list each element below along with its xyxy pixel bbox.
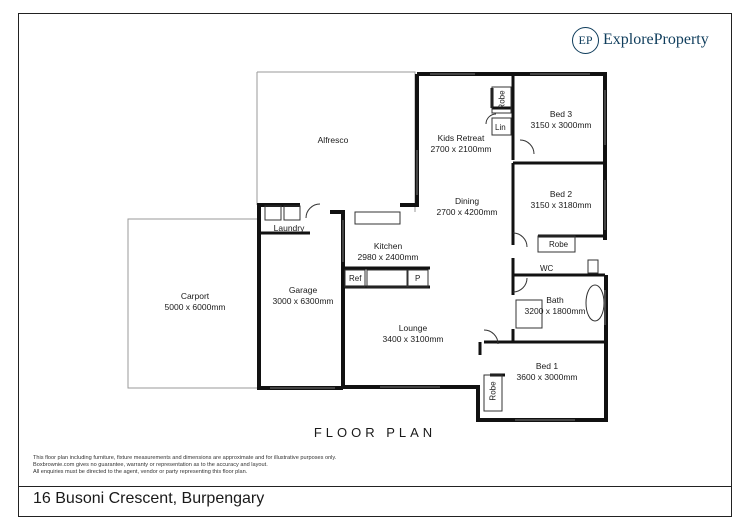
carport-outline — [127, 218, 257, 389]
room-dims: 2700 x 2100mm — [430, 144, 492, 154]
toilet — [587, 259, 599, 274]
door-swing — [512, 277, 528, 293]
robe-bed2-label: Robe — [549, 240, 569, 249]
room-bed3: Bed 3 3150 x 3000mm — [531, 109, 592, 131]
bathtub — [585, 284, 605, 322]
room-carport: Carport 5000 x 6000mm — [165, 291, 226, 313]
robe-bed3-label: Robe — [497, 90, 507, 110]
room-dims: 2700 x 4200mm — [436, 207, 498, 217]
room-name: Kitchen — [373, 241, 403, 251]
lin-box — [491, 117, 512, 136]
cooktop-box — [366, 269, 408, 288]
room-bath: Bath 3200 x 1800mm — [525, 295, 586, 317]
room-dims: 3150 x 3000mm — [530, 120, 592, 130]
room-name: Alfresco — [317, 135, 349, 145]
door-swing — [485, 113, 497, 125]
disclaimer-line: Boxbrownie.com gives no guarantee, warra… — [33, 462, 268, 469]
room-kitchen: Kitchen 2980 x 2400mm — [358, 241, 419, 263]
robe-bed2-box — [537, 235, 576, 253]
exterior-walls — [257, 72, 608, 422]
room-dims: 3400 x 3100mm — [382, 334, 444, 344]
brand-name: ExploreProperty — [603, 31, 709, 48]
footer-divider — [18, 486, 732, 487]
door-swing — [483, 329, 499, 345]
room-kids-retreat: Kids Retreat 2700 x 2100mm — [431, 133, 492, 155]
room-dims: 3150 x 3180mm — [530, 200, 592, 210]
laundry-tub — [264, 205, 282, 221]
room-lounge: Lounge 3400 x 3100mm — [383, 323, 444, 345]
brand-logo[interactable]: EP ExploreProperty — [572, 25, 709, 55]
brand-badge: EP — [572, 26, 599, 54]
wc-label: WC — [540, 264, 554, 273]
washer — [283, 205, 301, 221]
property-address: 16 Busoni Crescent, Burpengary — [33, 490, 265, 507]
room-dims: 2980 x 2400mm — [357, 252, 419, 262]
room-name: Dining — [454, 196, 480, 206]
room-name: Bed 3 — [549, 109, 573, 119]
room-dining: Dining 2700 x 4200mm — [437, 196, 498, 218]
robe-bed3-box — [491, 86, 512, 114]
room-dims: 3600 x 3000mm — [516, 372, 578, 382]
robe-bed1-box — [483, 374, 503, 412]
disclaimer: This floor plan including furniture, fix… — [33, 455, 336, 477]
room-bed1: Bed 1 3600 x 3000mm — [517, 361, 578, 383]
room-name: Bath — [546, 295, 564, 305]
room-alfresco: Alfresco — [318, 135, 349, 146]
room-garage: Garage 3000 x 6300mm — [273, 285, 334, 307]
shower — [515, 299, 543, 329]
pantry-label: P — [415, 274, 421, 283]
room-name: Bed 1 — [535, 361, 559, 371]
pantry-box — [407, 269, 429, 288]
room-name: Bed 2 — [549, 189, 573, 199]
linen-label: Lin — [495, 123, 506, 132]
room-name: Lounge — [398, 323, 428, 333]
kitchen-sink — [354, 211, 401, 225]
room-bed2: Bed 2 3150 x 3180mm — [531, 189, 592, 211]
room-dims: 5000 x 6000mm — [164, 302, 226, 312]
door-swing — [512, 232, 528, 248]
room-name: Kids Retreat — [437, 133, 485, 143]
room-dims: 3200 x 1800mm — [524, 306, 586, 316]
room-name: Carport — [180, 291, 210, 301]
room-dims: 3000 x 6300mm — [272, 296, 334, 306]
fridge-box — [344, 269, 366, 288]
disclaimer-line: This floor plan including furniture, fix… — [33, 455, 337, 461]
page-frame — [18, 13, 732, 517]
room-name: Garage — [288, 285, 318, 295]
door-swing — [519, 139, 535, 155]
robe-bed1-label: Robe — [488, 381, 498, 401]
room-name: Laundry — [273, 223, 305, 233]
plan-heading: FLOOR PLAN — [313, 425, 437, 440]
room-laundry: Laundry — [274, 223, 305, 234]
disclaimer-line: All enquiries must be directed to the ag… — [33, 469, 248, 476]
door-swing — [305, 203, 321, 219]
fridge-label: Ref — [349, 274, 362, 283]
